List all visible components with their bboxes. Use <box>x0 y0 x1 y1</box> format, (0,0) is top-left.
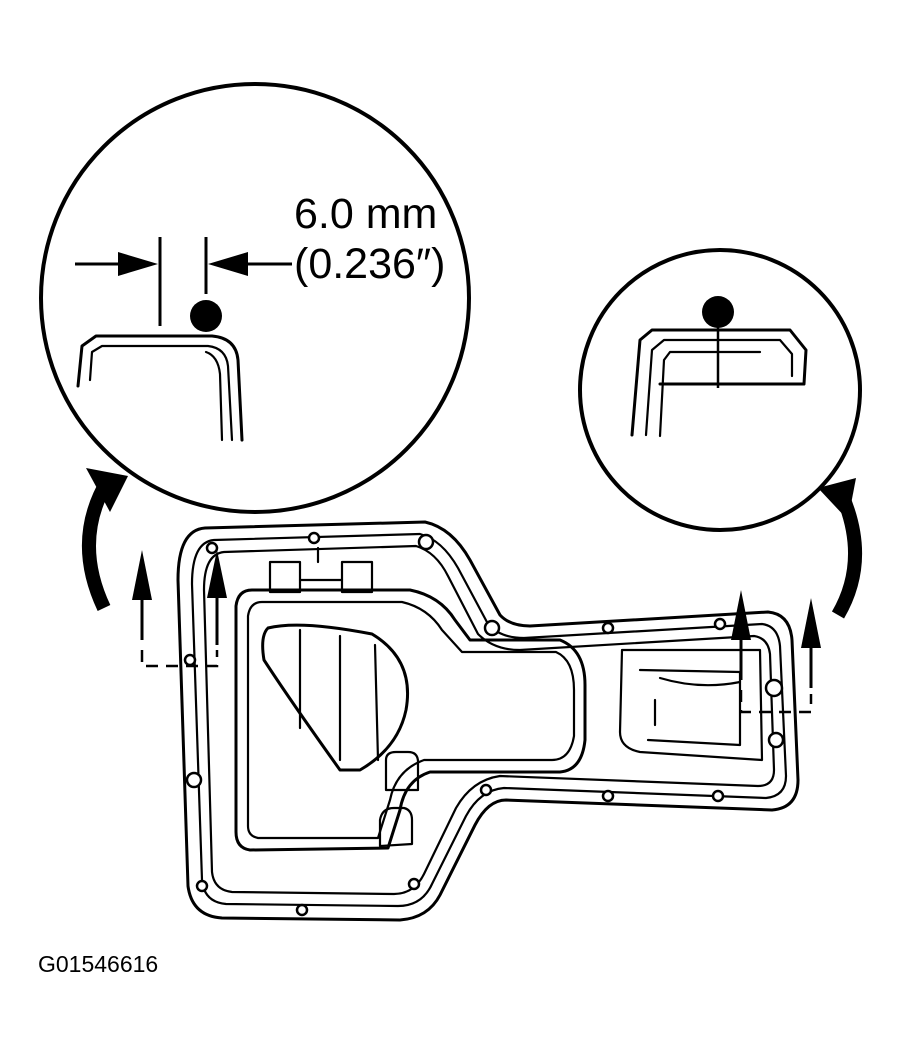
oil-pan-bolt-holes <box>183 531 785 917</box>
flange-cross-section-right <box>630 328 808 437</box>
curved-arrow-right <box>818 478 862 619</box>
oil-pan-shallow-section <box>618 648 764 762</box>
right-detail-circle <box>578 248 862 532</box>
oil-pan-sump-recess <box>234 588 587 852</box>
dimension-arrow-right <box>208 252 292 276</box>
dimension-imperial-label: (0.236″) <box>294 240 445 288</box>
section-cut-arrows-left <box>132 550 227 668</box>
right-detail-view <box>578 248 862 532</box>
oil-pan-boss-1 <box>384 750 420 792</box>
sealant-bead-left <box>190 300 222 332</box>
oil-pan-baffle-2 <box>340 560 374 594</box>
sealant-bead-right <box>702 296 734 328</box>
oil-pan-boss-2 <box>378 806 414 848</box>
dimension-arrow-left <box>75 252 158 276</box>
oil-pan-flange-outer <box>176 520 800 922</box>
oil-pan-baffle-1 <box>268 560 302 594</box>
figure-code-label: G01546616 <box>38 951 158 977</box>
dimension-metric-label: 6.0 mm <box>294 190 437 238</box>
left-detail-circle <box>39 82 471 514</box>
oil-pan <box>176 520 800 922</box>
curved-arrow-left <box>82 468 128 611</box>
flange-cross-section-left <box>76 334 244 442</box>
oil-pan-pickup-plate <box>261 623 410 772</box>
left-detail-view: 6.0 mm (0.236″) <box>39 82 471 514</box>
